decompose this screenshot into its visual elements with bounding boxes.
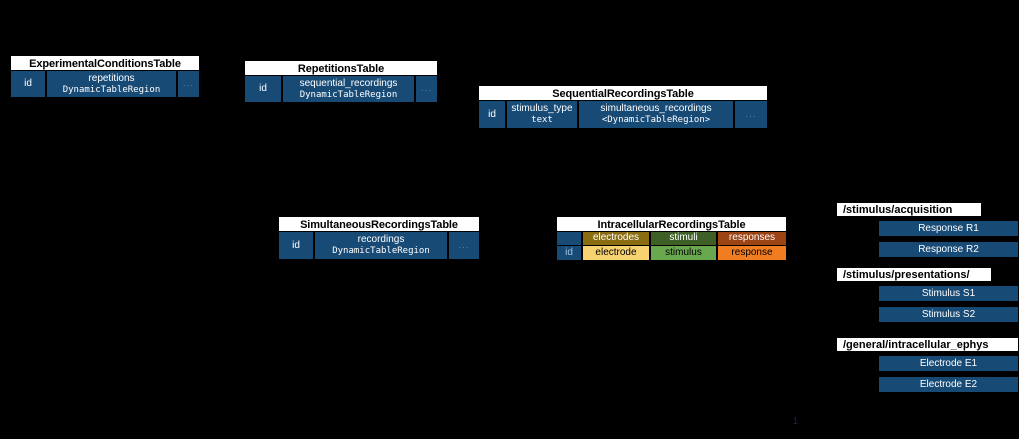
stimulus-presentations-group: /stimulus/presentations/ Stimulus S1 Sti… [836, 267, 1019, 329]
table-column-row: id sequential_recordings DynamicTableReg… [244, 76, 438, 103]
object-box-stimulus-s2[interactable]: Stimulus S2 [878, 306, 1019, 323]
column-ellipsis: ... [448, 232, 480, 260]
page-number: 1 [793, 416, 799, 426]
general-intracellular-ephys-group: /general/intracellular_ephys Electrode E… [836, 337, 1019, 399]
group-header-stimuli: stimuli [650, 232, 717, 246]
object-box-stimulus-s1[interactable]: Stimulus S1 [878, 285, 1019, 302]
experimental-conditions-table: ExperimentalConditionsTable id repetitio… [10, 55, 200, 98]
column-repetitions: repetitions DynamicTableRegion [46, 71, 177, 98]
object-box-electrode-e2[interactable]: Electrode E2 [878, 376, 1019, 393]
group-header-electrodes: electrodes [582, 232, 650, 246]
column-id: id [10, 71, 46, 98]
column-response: response [717, 246, 787, 261]
column-stimulus: stimulus [650, 246, 717, 261]
column-ellipsis: ... [177, 71, 200, 98]
table-column-row: id stimulus_type text simultaneous_recor… [478, 101, 768, 129]
group-header-blank [556, 232, 582, 246]
simultaneous-recordings-table: SimultaneousRecordingsTable id recording… [278, 216, 480, 260]
column-ellipsis: ... [415, 76, 438, 103]
object-box-response-r1[interactable]: Response R1 [878, 220, 1019, 237]
column-id: id [278, 232, 314, 260]
column-stimulus-type: stimulus_type text [506, 101, 578, 129]
table-column-row: id repetitions DynamicTableRegion ... [10, 71, 200, 98]
table-title: IntracellularRecordingsTable [556, 216, 787, 232]
group-header-responses: responses [717, 232, 787, 246]
column-id: id [556, 246, 582, 261]
column-id: id [478, 101, 506, 129]
object-box-response-r2[interactable]: Response R2 [878, 241, 1019, 258]
object-box-electrode-e1[interactable]: Electrode E1 [878, 355, 1019, 372]
column-simultaneous-recordings: simultaneous_recordings <DynamicTableReg… [578, 101, 734, 129]
table-column-row: id recordings DynamicTableRegion ... [278, 232, 480, 260]
intracellular-recordings-table: IntracellularRecordingsTable electrodes … [556, 216, 787, 261]
group-path-label: /general/intracellular_ephys [836, 337, 1019, 352]
column-recordings: recordings DynamicTableRegion [314, 232, 448, 260]
column-sequential-recordings: sequential_recordings DynamicTableRegion [282, 76, 415, 103]
group-path-label: /stimulus/presentations/ [836, 267, 992, 282]
repetitions-table: RepetitionsTable id sequential_recording… [244, 60, 438, 103]
table-column-row: id electrode stimulus response [556, 246, 787, 261]
stimulus-acquisition-group: /stimulus/acquisition Response R1 Respon… [836, 202, 1019, 264]
group-path-label: /stimulus/acquisition [836, 202, 982, 217]
table-group-header-row: electrodes stimuli responses [556, 232, 787, 246]
table-title: SequentialRecordingsTable [478, 85, 768, 101]
sequential-recordings-table: SequentialRecordingsTable id stimulus_ty… [478, 85, 768, 129]
column-id: id [244, 76, 282, 103]
table-title: ExperimentalConditionsTable [10, 55, 200, 71]
table-title: SimultaneousRecordingsTable [278, 216, 480, 232]
column-electrode: electrode [582, 246, 650, 261]
column-ellipsis: ... [734, 101, 768, 129]
table-title: RepetitionsTable [244, 60, 438, 76]
